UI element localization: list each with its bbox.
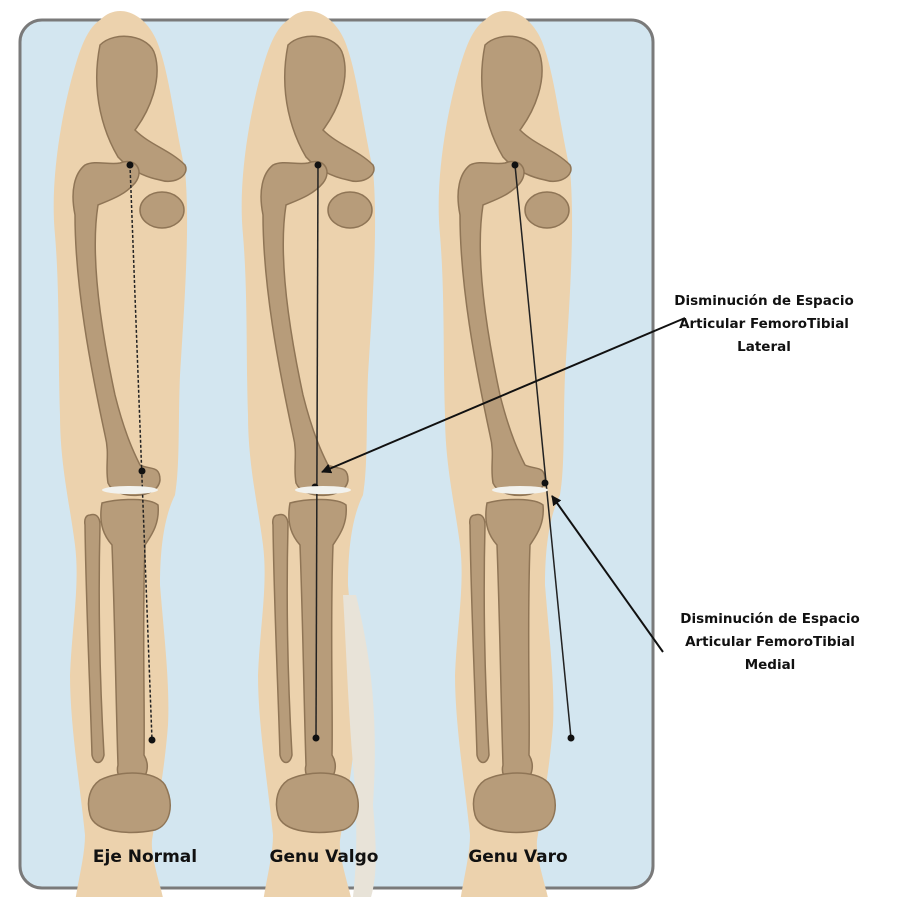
knee-cartilage <box>492 486 548 494</box>
annotation-lateral-line-3: Lateral <box>737 339 791 355</box>
knee-cartilage <box>102 486 158 494</box>
ankle-center-dot <box>568 735 575 742</box>
annotation-medial-line-3: Medial <box>745 657 796 673</box>
hip-center-dot <box>127 162 134 169</box>
leg-label-varo: Genu Varo <box>468 847 567 867</box>
knee-center-dot <box>139 468 146 475</box>
annotation-medial-line-2: Articular FemoroTibial <box>685 634 855 650</box>
annotation-medial-line-1: Disminución de Espacio <box>680 611 859 627</box>
leg-label-normal: Eje Normal <box>93 847 197 867</box>
ankle-center-dot <box>149 737 156 744</box>
knee-center-dot <box>542 480 549 487</box>
annotation-lateral-line-2: Articular FemoroTibial <box>679 316 849 332</box>
leg-label-valgo: Genu Valgo <box>270 847 379 867</box>
knee-cartilage <box>295 486 351 494</box>
hip-center-dot <box>315 162 322 169</box>
annotation-lateral-line-1: Disminución de Espacio <box>674 293 853 309</box>
hip-center-dot <box>512 162 519 169</box>
ankle-center-dot <box>313 735 320 742</box>
